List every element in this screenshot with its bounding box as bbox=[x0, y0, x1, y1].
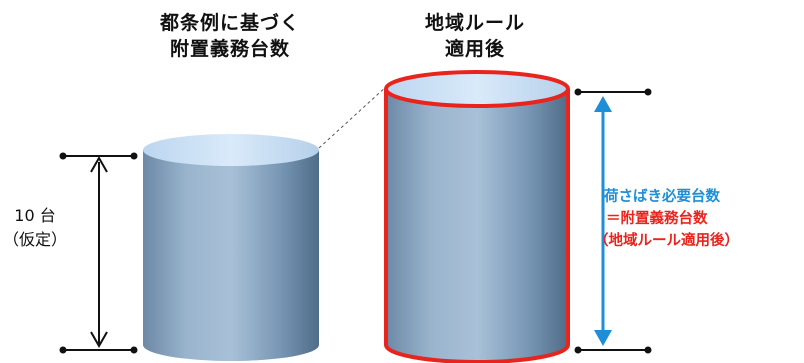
count-value: 10 台 bbox=[14, 206, 56, 225]
heading-right-line2: 適用後 bbox=[444, 38, 505, 60]
count-assumption: （仮定） bbox=[2, 230, 67, 249]
heading-left-line1: 都条例に基づく bbox=[159, 12, 300, 34]
note-required-count: 荷さばき必要台数 bbox=[604, 189, 720, 205]
left-count-label: 10 台 （仮定） bbox=[0, 204, 70, 252]
left-measure bbox=[59, 152, 138, 354]
right-note: 荷さばき必要台数 ＝附置義務台数 （地域ルール適用後） bbox=[592, 186, 804, 252]
right-measure bbox=[574, 88, 652, 354]
heading-left-line2: 附置義務台数 bbox=[169, 38, 290, 60]
connector-dashed-line bbox=[318, 84, 389, 149]
heading-right-line1: 地域ルール bbox=[424, 12, 525, 34]
note-equals-obligation: ＝附置義務台数 bbox=[606, 211, 708, 227]
heading-right: 地域ルール 適用後 bbox=[375, 10, 575, 62]
left-cylinder bbox=[143, 134, 319, 361]
note-after-local-rule: （地域ルール適用後） bbox=[594, 233, 739, 249]
heading-left: 都条例に基づく 附置義務台数 bbox=[130, 10, 330, 62]
right-cylinder bbox=[384, 70, 570, 363]
